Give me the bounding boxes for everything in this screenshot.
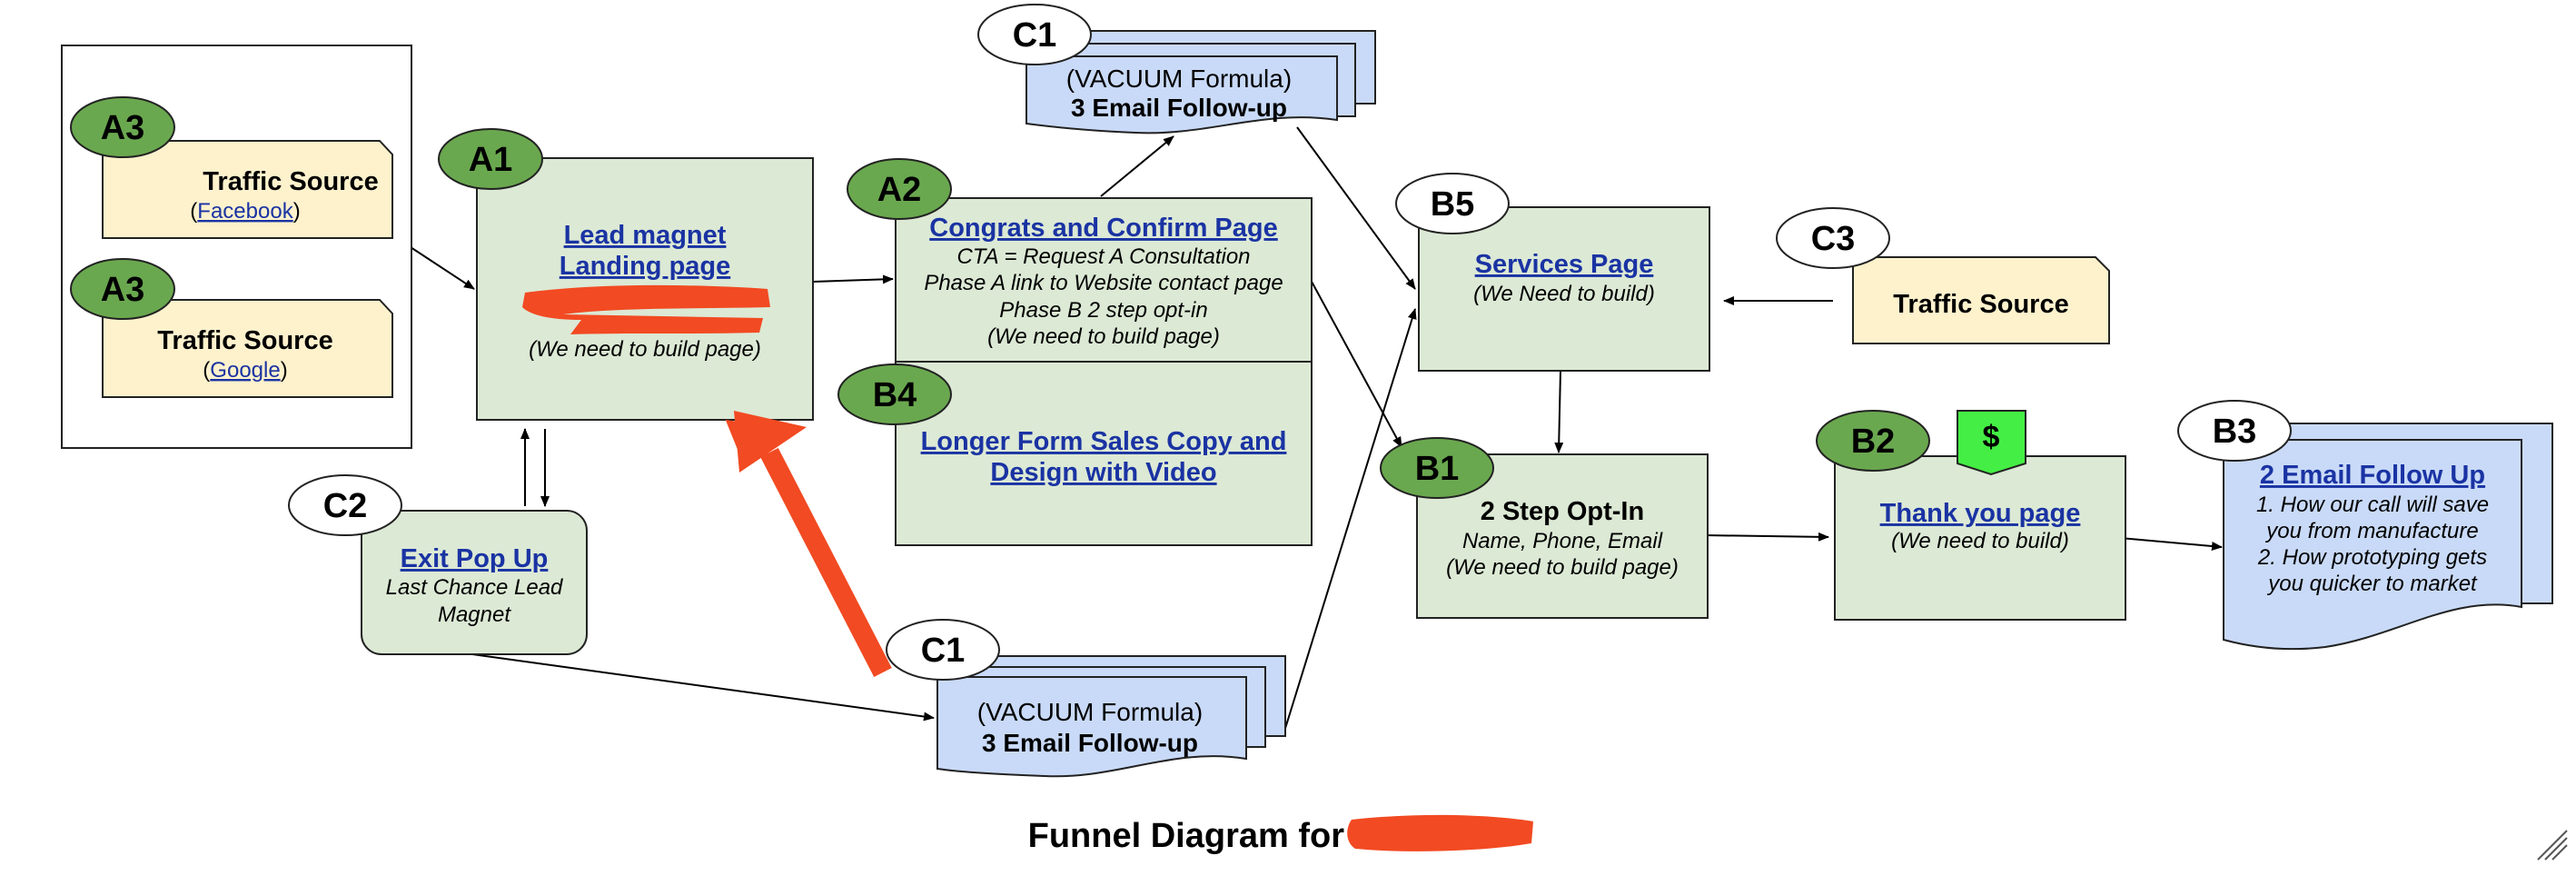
node-c1-bottom-email-stack[interactable]: (VACUUM Formula) 3 Email Follow-up: [936, 655, 1286, 778]
node-subtitle: (Google): [203, 358, 287, 383]
node-title-line2: Design with Video: [990, 458, 1216, 487]
svg-text:A2: A2: [877, 171, 922, 209]
node-line1: (VACUUM Formula): [1066, 65, 1292, 93]
node-line: Phase B 2 step opt-in: [999, 298, 1207, 323]
tag-c1-top: C1: [977, 4, 1092, 65]
node-title: Traffic Source: [1893, 290, 2068, 319]
connectors: [410, 126, 2223, 735]
tag-b2: B2: [1816, 410, 1930, 472]
arrow-b2-to-b3: [2119, 537, 2223, 552]
node-line1: Last Chance Lead: [386, 575, 563, 600]
tag-c2: C2: [288, 474, 402, 536]
node-line: you from manufacture: [2264, 519, 2478, 543]
svg-text:A3: A3: [101, 271, 145, 309]
node-line1: (VACUUM Formula): [977, 698, 1203, 726]
resize-grip-icon[interactable]: [2537, 830, 2568, 861]
node-b5-services-page[interactable]: Services Page (We Need to build): [1418, 206, 1710, 372]
node-note: (We need to build): [1891, 529, 2069, 553]
tag-a2: A2: [847, 158, 952, 220]
arrow-a2-to-b1: [1310, 279, 1402, 448]
arrow-b1-to-b2: [1703, 532, 1829, 542]
node-line: (We need to build page): [987, 324, 1220, 349]
node-b2-thank-you-page[interactable]: Thank you page (We need to build): [1834, 455, 2126, 621]
arrow-c2-to-c1-bottom: [471, 653, 935, 722]
node-note: (We need to build page): [529, 337, 761, 362]
node-b4-sales-copy[interactable]: Longer Form Sales Copy and Design with V…: [895, 361, 1313, 546]
node-title: Thank you page: [1880, 499, 2081, 528]
svg-text:A1: A1: [469, 141, 513, 179]
node-title: Exit Pop Up: [401, 544, 549, 573]
svg-text:B1: B1: [1415, 450, 1460, 488]
node-title-line1: Lead magnet: [564, 221, 727, 250]
node-line: CTA = Request A Consultation: [956, 244, 1250, 269]
arrow-b5-to-b1: [1554, 370, 1564, 453]
node-c3-traffic-source[interactable]: Traffic Source: [1852, 256, 2110, 344]
svg-text:B2: B2: [1851, 423, 1896, 461]
node-a3-facebook[interactable]: Traffic Source (Facebook): [102, 140, 393, 239]
node-a2-confirm-page[interactable]: Congrats and Confirm Page CTA = Request …: [895, 197, 1313, 363]
red-pointer-arrow: [725, 411, 892, 678]
node-a3-google[interactable]: Traffic Source (Google): [102, 299, 393, 398]
node-b3-email-followup[interactable]: 2 Email Follow Up 1. How our call will s…: [2223, 423, 2553, 651]
node-subtitle: (Facebook): [190, 199, 300, 224]
tag-c3: C3: [1776, 207, 1890, 269]
node-line: you quicker to market: [2266, 572, 2478, 596]
arrow-traffic-to-a1: [410, 246, 475, 290]
svg-text:B3: B3: [2213, 413, 2257, 451]
tag-b4: B4: [837, 363, 952, 425]
redaction-scribble-title: [1347, 814, 1533, 851]
node-line: 1. How our call will save: [2256, 493, 2489, 517]
node-a1-landing-page[interactable]: Lead magnet Landing page (We need to bui…: [476, 157, 814, 421]
svg-text:A3: A3: [101, 109, 145, 147]
node-title: Congrats and Confirm Page: [929, 214, 1278, 243]
svg-text:C2: C2: [323, 487, 368, 525]
node-line2: (We need to build page): [1446, 555, 1679, 580]
tag-a3-facebook: A3: [70, 96, 175, 158]
node-line2: 3 Email Follow-up: [1071, 94, 1287, 122]
redaction-scribble-a1: [522, 284, 770, 334]
tag-a3-google: A3: [70, 258, 175, 320]
node-title: Traffic Source: [203, 167, 378, 196]
node-note: (We Need to build): [1473, 282, 1655, 306]
dollar-badge-icon: $: [1957, 410, 2026, 476]
svg-text:B5: B5: [1431, 185, 1475, 224]
arrow-c1-top-to-b5: [1296, 126, 1416, 290]
node-c2-exit-popup[interactable]: Exit Pop Up Last Chance Lead Magnet: [361, 510, 588, 655]
node-title: 2 Email Follow Up: [2260, 461, 2485, 490]
arrow-c1-bottom-to-b5: [1283, 308, 1417, 735]
node-line1: Name, Phone, Email: [1462, 529, 1663, 553]
diagram-title: Funnel Diagram for: [1028, 817, 1345, 855]
node-title: Services Page: [1475, 250, 1654, 279]
tag-b3: B3: [2177, 400, 2292, 462]
node-title: Traffic Source: [157, 326, 332, 355]
node-line2: 3 Email Follow-up: [982, 729, 1198, 757]
svg-text:C1: C1: [921, 632, 966, 670]
tag-a1: A1: [438, 128, 543, 190]
node-title: 2 Step Opt-In: [1481, 497, 1644, 526]
node-title-line1: Longer Form Sales Copy and: [921, 427, 1287, 456]
arrow-a2-to-c1-top: [1100, 135, 1174, 197]
tag-b1: B1: [1380, 437, 1494, 499]
svg-text:C1: C1: [1013, 16, 1057, 55]
svg-text:$: $: [1983, 420, 2000, 454]
svg-text:C3: C3: [1811, 220, 1856, 258]
node-c1-top-email-stack[interactable]: (VACUUM Formula) 3 Email Follow-up: [1025, 30, 1376, 134]
tag-b5: B5: [1395, 173, 1510, 234]
node-line2: Magnet: [438, 602, 511, 627]
node-line: Phase A link to Website contact page: [924, 271, 1283, 295]
svg-text:B4: B4: [873, 376, 917, 414]
arrow-a1-to-a2: [812, 274, 894, 284]
node-title-line2: Landing page: [560, 252, 731, 281]
tag-c1-bottom: C1: [886, 619, 1000, 681]
node-line: 2. How prototyping gets: [2257, 545, 2487, 570]
